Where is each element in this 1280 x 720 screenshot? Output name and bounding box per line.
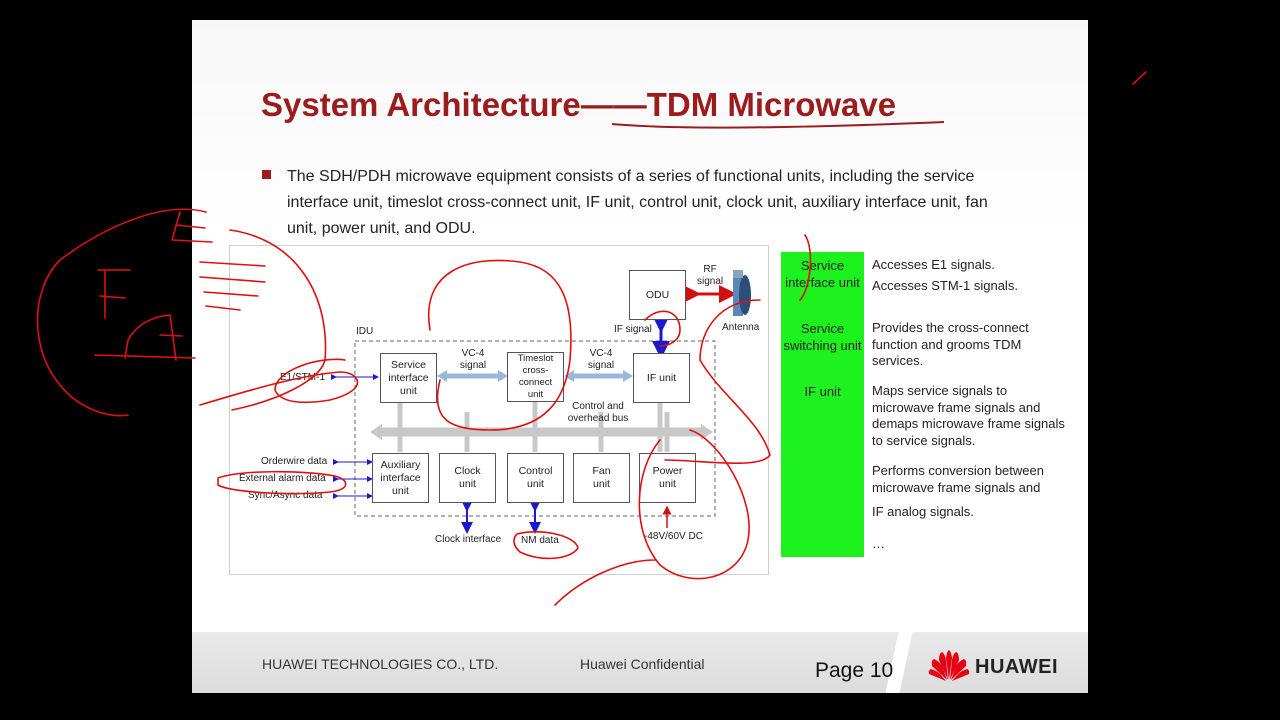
- idu-label: IDU: [356, 326, 374, 337]
- control-bus-label: Control and overhead bus: [567, 401, 629, 424]
- desc-e1: Accesses E1 signals.: [872, 257, 995, 272]
- orderwire-label: Orderwire data: [261, 456, 328, 467]
- ink-f-letter: [97, 269, 131, 319]
- unit-name-if: IF unit: [804, 384, 841, 399]
- ink-big-loop: [36, 208, 207, 417]
- power-unit-box: Power unit: [639, 453, 696, 503]
- external-alarm-label: External alarm data: [239, 473, 326, 484]
- antenna-icon: [733, 270, 751, 316]
- desc-conversion: Performs conversion between microwave fr…: [872, 463, 1044, 495]
- antenna-label: Antenna: [722, 322, 760, 333]
- diagram-lines: [331, 270, 751, 534]
- if-unit-box: IF unit: [633, 353, 690, 403]
- footer-company: HUAWEI TECHNOLOGIES CO., LTD.: [262, 656, 499, 672]
- bullet-text: The SDH/PDH microwave equipment consists…: [287, 168, 988, 237]
- huawei-logo-icon: [928, 650, 970, 681]
- desc-if-analog: IF analog signals.: [872, 504, 974, 519]
- presentation-slide: System Architecture——TDM Microwave The S…: [192, 20, 1088, 693]
- fan-unit-box: Fan unit: [573, 453, 630, 503]
- desc-stm1: Accesses STM-1 signals.: [872, 278, 1018, 293]
- footer-logo-text: HUAWEI: [975, 656, 1058, 678]
- bullet-marker: [262, 170, 271, 179]
- slide-title: System Architecture——TDM Microwave: [261, 86, 897, 123]
- unit-name-service-switching: Service switching unit: [783, 321, 862, 353]
- timeslot-unit-box: Timeslot cross-connect unit: [507, 352, 564, 402]
- footer-confidential: Huawei Confidential: [580, 656, 705, 672]
- service-interface-unit-box: Service interface unit: [380, 353, 437, 403]
- vc4-left-label: VC-4 signal: [459, 348, 487, 371]
- unit-name-service-interface: Service interface unit: [785, 258, 860, 290]
- control-unit-box: Control unit: [507, 453, 564, 503]
- if-signal-label: IF signal: [614, 324, 652, 335]
- desc-if-mapping: Maps service signals to microwave frame …: [872, 383, 1065, 448]
- page-number: Page 10: [815, 659, 894, 682]
- rf-signal-label: RF signal: [697, 264, 724, 287]
- power-input-label: -48V/60V DC: [644, 531, 703, 542]
- sync-async-label: Sync/Async data: [248, 490, 323, 501]
- unit-name-panel: Service interface unit Service switching…: [781, 252, 864, 557]
- e1-stm1-label: E1/STM-1: [280, 372, 326, 383]
- architecture-diagram: IDU ODU RF signal Antenna IF signal E1/S…: [229, 245, 769, 575]
- vc4-right-label: VC-4 signal: [587, 348, 615, 371]
- desc-ellipsis: …: [872, 536, 885, 551]
- nm-data-label: NM data: [521, 535, 559, 546]
- clock-interface-label: Clock interface: [435, 534, 502, 545]
- auxiliary-interface-unit-box: Auxiliary interface unit: [372, 453, 429, 503]
- clock-unit-box: Clock unit: [439, 453, 496, 503]
- odu-box: ODU: [629, 270, 686, 320]
- desc-cross-connect: Provides the cross-connect function and …: [872, 320, 1029, 368]
- ink-a-letter: [94, 314, 196, 361]
- ink-corner-tick: [1132, 71, 1147, 85]
